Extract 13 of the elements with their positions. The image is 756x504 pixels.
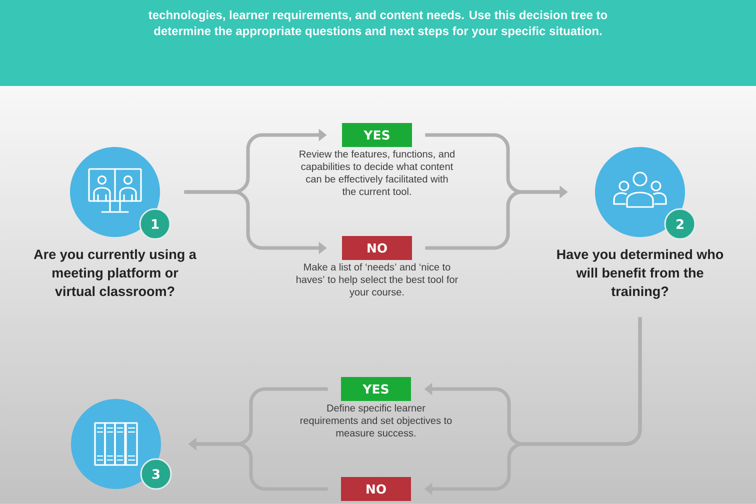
option-tag: NO — [342, 236, 412, 260]
question-text: Have you determined who will benefit from the training? — [557, 249, 724, 299]
option-tag: YES — [341, 377, 411, 401]
number-badge: 3 — [140, 458, 172, 490]
number-badge: 1 — [139, 208, 171, 240]
intro-text: technologies, learner requirements, and content needs. Use this decision tree to determine the appropriate questions and next steps for your specific situation. — [148, 10, 608, 38]
option-tag: NO — [341, 477, 411, 501]
description-text: Define specific learner requirements and set objectives to measure success. — [300, 404, 452, 437]
description-text: Make a list of ‘needs’ and ‘nice to haves’ to help select the best tool for your course. — [296, 263, 458, 298]
question-text: Are you currently using a meeting platform or virtual classroom? — [34, 249, 196, 296]
description-text: Review the features, functions, and capabilities to decide what content can be effectively facilitated with the current tool. — [300, 150, 454, 196]
option-tag: YES — [342, 123, 412, 147]
number-badge: 2 — [664, 208, 696, 240]
